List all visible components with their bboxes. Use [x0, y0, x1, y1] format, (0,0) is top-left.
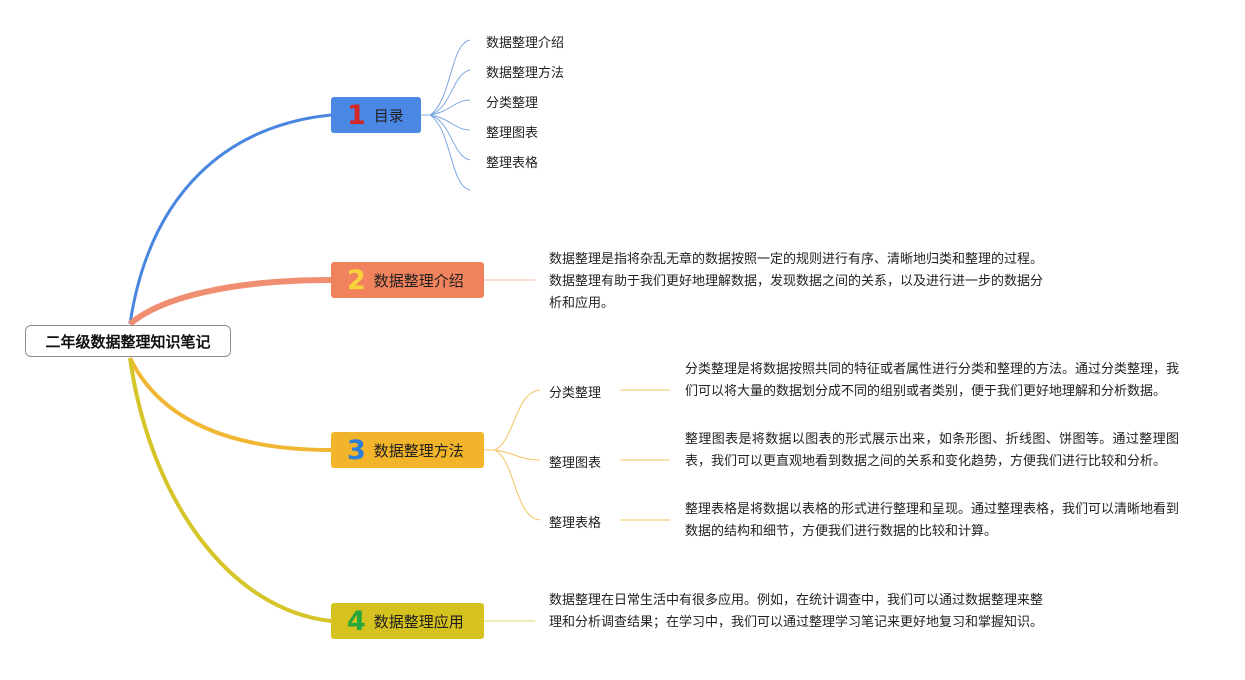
- toc-item[interactable]: 分类整理: [486, 96, 539, 111]
- number-1-icon: 1: [347, 99, 366, 131]
- methods-connectors: [484, 389, 670, 521]
- root-topic[interactable]: 二年级数据整理知识笔记: [25, 325, 231, 357]
- method-classify-desc[interactable]: 分类整理是将数据按照共同的特征或者属性进行分类和整理的方法。通过分类整理，我们可…: [685, 362, 1180, 399]
- connector-root-to-branch-4: [128, 357, 332, 623]
- branch-label: 目录: [373, 106, 404, 125]
- application-text[interactable]: 数据整理在日常生活中有很多应用。例如，在统计调查中，我们可以通过数据整理来整理和…: [549, 593, 1044, 630]
- number-3-icon: 3: [347, 434, 366, 466]
- branch-label: 数据整理应用: [373, 612, 464, 631]
- toc-item[interactable]: 整理表格: [486, 156, 539, 171]
- number-4-icon: 4: [347, 605, 366, 637]
- toc-item[interactable]: 整理图表: [486, 126, 539, 141]
- method-table-desc[interactable]: 整理表格是将数据以表格的形式进行整理和呈现。通过整理表格，我们可以清晰地看到数据…: [685, 502, 1180, 539]
- method-chart[interactable]: 整理图表: [549, 456, 602, 471]
- toc-connectors: [421, 39, 471, 191]
- toc-item[interactable]: 数据整理介绍: [486, 36, 565, 51]
- branch-application[interactable]: 4 数据整理应用: [331, 603, 484, 639]
- branch-toc[interactable]: 1 目录: [331, 97, 421, 133]
- branch-methods[interactable]: 3 数据整理方法: [331, 432, 484, 468]
- connector-root-to-branch-2: [128, 277, 332, 327]
- connector-root-to-branch-1: [128, 113, 332, 325]
- branch-intro[interactable]: 2 数据整理介绍: [331, 262, 484, 298]
- method-classify[interactable]: 分类整理: [549, 386, 602, 401]
- branch-label: 数据整理介绍: [373, 271, 464, 290]
- method-chart-desc[interactable]: 整理图表是将数据以图表的形式展示出来，如条形图、折线图、饼图等。通过整理图表，我…: [685, 432, 1179, 469]
- branch-label: 数据整理方法: [373, 441, 464, 460]
- toc-item[interactable]: 数据整理方法: [486, 66, 565, 81]
- number-2-icon: 2: [347, 264, 366, 296]
- method-table[interactable]: 整理表格: [549, 516, 602, 531]
- connector-root-to-branch-3: [128, 357, 332, 452]
- intro-text[interactable]: 数据整理是指将杂乱无章的数据按照一定的规则进行有序、清晰地归类和整理的过程。数据…: [549, 252, 1044, 311]
